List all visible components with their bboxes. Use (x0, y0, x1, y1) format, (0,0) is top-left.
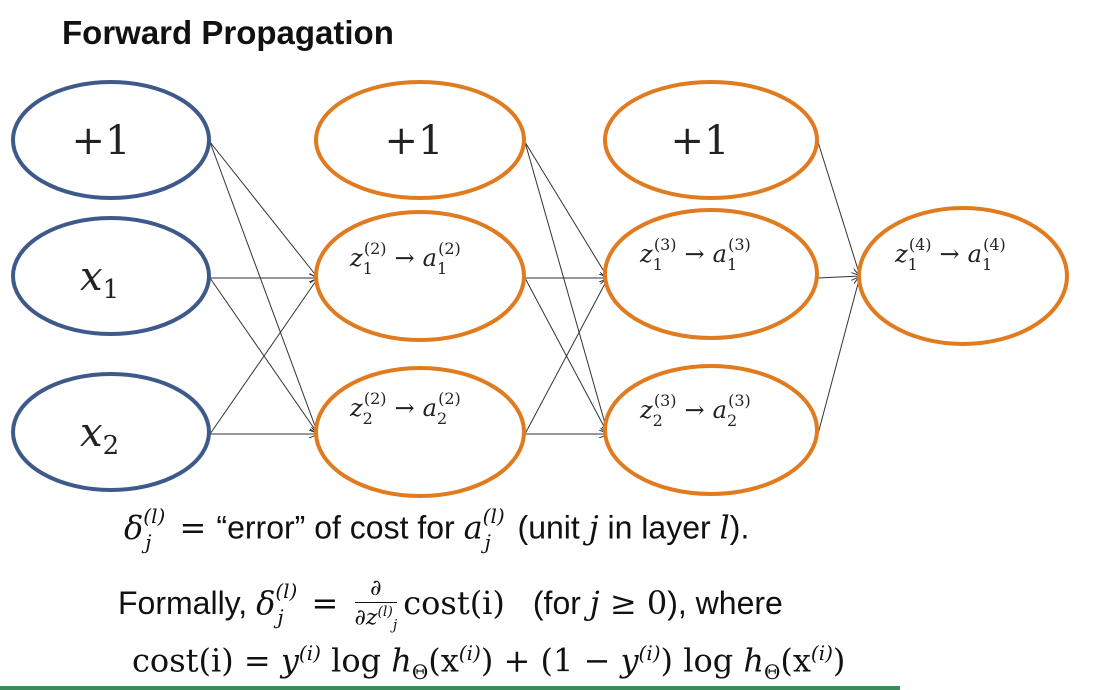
node-input-x1-label: x1 (80, 254, 119, 305)
edges-layer2-to-layer3 (524, 141, 608, 435)
node-layer2-unit2-label: z2(2)→a2(2) (349, 389, 461, 428)
node-input-x2 (11, 372, 211, 492)
node-layer3-bias-label: +1 (671, 118, 730, 164)
edge (817, 276, 860, 435)
node-layer3-unit1-label: z1(3)→a1(3) (639, 235, 751, 274)
delta-indices: (l)j (143, 504, 166, 554)
node-input-x2-label: x2 (80, 410, 119, 461)
hidden-layer-3: +1 z1(3)→a1(3) z2(3)→a2(3) (603, 80, 819, 496)
network-diagram: +1 x1 x2 +1 z1(2)→a1(2) z2(2)→a2(2) +1 z… (11, 80, 1069, 498)
delta-definition: δ(l)j = “error” of cost for a(l)j (unit … (124, 504, 750, 554)
node-output (857, 206, 1069, 346)
a-indices: (l)j (482, 504, 505, 554)
node-output-label: z1(4)→a1(4) (894, 235, 1006, 274)
node-layer2-unit1 (314, 210, 526, 342)
page-title: Forward Propagation (62, 14, 394, 51)
node-layer2-bias (314, 80, 526, 200)
edge (209, 141, 318, 434)
input-layer: +1 x1 x2 (11, 80, 211, 492)
edge (524, 141, 608, 278)
delta-symbol: δ (124, 508, 144, 547)
cost-function: cost(i) = y(i) log hΘ(x(i)) + (1 − y(i))… (132, 641, 846, 685)
node-input-bias (11, 80, 211, 200)
edge (209, 278, 318, 435)
node-input-bias-label: +1 (72, 118, 131, 164)
bottom-progress-bar (0, 686, 900, 690)
node-layer3-unit2-label: z2(3)→a2(3) (639, 391, 751, 430)
edges-layer3-to-layer4 (817, 141, 860, 435)
delta-indices: (l)j (275, 579, 298, 630)
edge (524, 278, 608, 435)
edge (209, 141, 318, 278)
node-layer2-unit1-label: z1(2)→a1(2) (349, 239, 461, 278)
edge (524, 141, 608, 434)
node-input-x1 (11, 216, 211, 336)
node-layer2-unit2 (314, 366, 526, 498)
edge (817, 141, 860, 276)
output-layer: z1(4)→a1(4) (857, 206, 1069, 346)
node-layer3-unit1 (603, 208, 819, 340)
node-layer3-bias (603, 80, 819, 200)
node-layer3-unit2 (603, 364, 819, 496)
node-layer2-bias-label: +1 (385, 118, 444, 164)
partial-derivative-fraction: ∂∂z(l)j (354, 576, 398, 634)
edge (817, 276, 860, 278)
edges-layer1-to-layer2 (209, 141, 318, 435)
hidden-layer-2: +1 z1(2)→a1(2) z2(2)→a2(2) (314, 80, 526, 498)
